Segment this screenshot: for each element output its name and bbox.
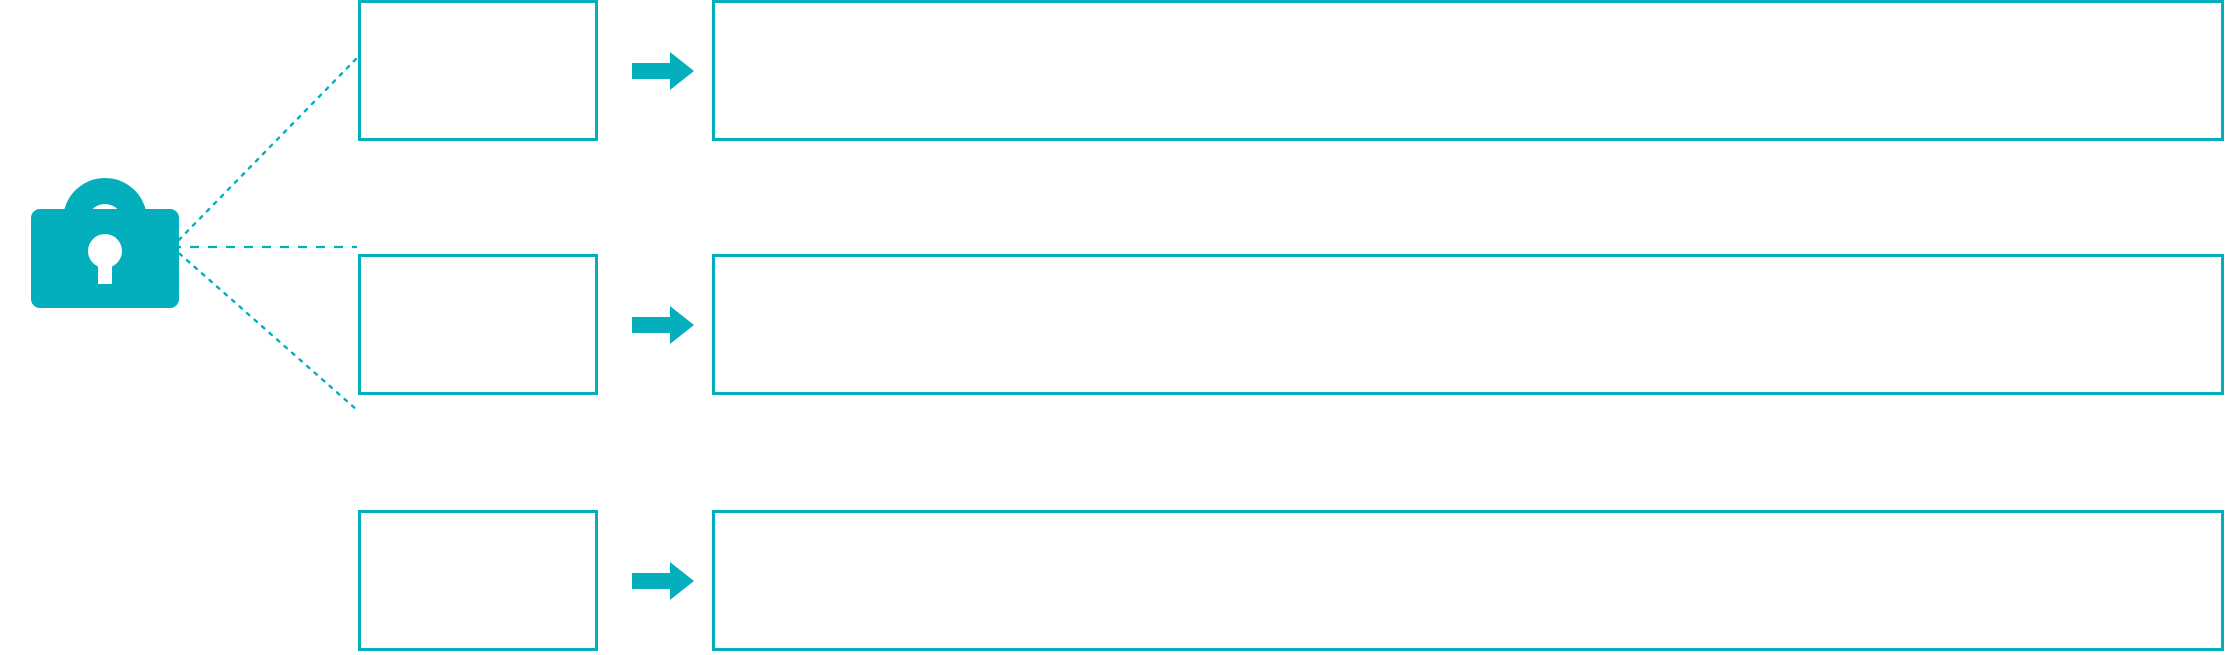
target-box[interactable] [712,510,2224,651]
right-arrow-icon [632,562,694,600]
diagram-row [0,254,2229,397]
right-arrow-icon-glyph [632,562,694,600]
diagram-row [0,0,2229,143]
right-arrow-icon-glyph [632,306,694,344]
target-box[interactable] [712,254,2224,395]
source-box[interactable] [358,510,598,651]
source-box[interactable] [358,254,598,395]
padlock-icon-glyph [31,178,179,308]
right-arrow-icon-glyph [632,52,694,90]
padlock-icon [25,148,185,313]
target-box[interactable] [712,0,2224,141]
source-box[interactable] [358,0,598,141]
diagram-row [0,510,2229,653]
right-arrow-icon [632,52,694,90]
right-arrow-icon [632,306,694,344]
